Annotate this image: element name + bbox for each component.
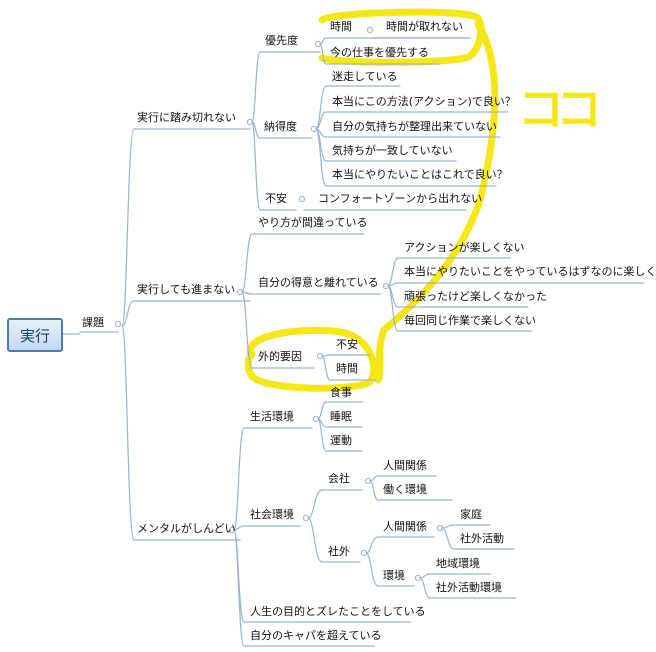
node-hontou-houhou[interactable]: 本当にこの方法(アクション)で良い？: [332, 95, 516, 108]
highlight-loop-bottom: [244, 326, 378, 392]
connector-branch: [441, 527, 455, 550]
connector-branch: [241, 233, 253, 293]
connector-branch: [369, 475, 379, 482]
connector-branch: [319, 37, 327, 45]
node-nattokudo[interactable]: 納得度: [264, 120, 297, 133]
connector-branch: [241, 291, 253, 295]
connector-branch: [315, 128, 327, 187]
connector-branch: [387, 257, 399, 287]
connector-branch: [121, 128, 135, 327]
connector-branch: [233, 525, 245, 531]
node-kadai[interactable]: 課題: [82, 316, 104, 329]
node-chiiki-kankyou[interactable]: 地域環境: [436, 557, 480, 570]
node-katei[interactable]: 家庭: [460, 508, 482, 521]
connector-branch: [419, 577, 431, 599]
node-fuan1[interactable]: 不安: [265, 192, 287, 205]
connector-branch: [365, 536, 379, 554]
connector-branch: [365, 552, 379, 587]
node-tokui-hanare[interactable]: 自分の得意と離れている: [258, 276, 379, 289]
node-kimochi-seiri[interactable]: 自分の気持ちが整理出来ていない: [332, 120, 497, 133]
node-jikan-torenai[interactable]: 時間が取れない: [386, 20, 463, 33]
node-shakai-kankyou[interactable]: 社会環境: [250, 508, 294, 521]
node-kimochi-icchi[interactable]: 気持ちが一致していない: [332, 144, 453, 157]
root-node[interactable]: 実行: [7, 318, 63, 352]
connector-branch: [387, 285, 399, 332]
connector-branch: [441, 524, 455, 529]
node-maikai-onaji[interactable]: 毎回同じ作業で楽しくない: [404, 314, 536, 327]
node-suimin[interactable]: 睡眠: [330, 410, 352, 423]
node-kankyou[interactable]: 環境: [383, 569, 405, 582]
node-gaiteki-youin[interactable]: 外的要因: [258, 350, 302, 363]
node-jikan2[interactable]: 時間: [336, 362, 358, 375]
node-hataraku-kankyou[interactable]: 働く環境: [383, 483, 427, 496]
highlight-connector-end: [374, 326, 388, 384]
node-meisou[interactable]: 迷走している: [332, 70, 398, 83]
node-shagai[interactable]: 社外: [328, 545, 350, 558]
node-jikko-fumikirenai[interactable]: 実行に踏み切れない: [137, 111, 236, 124]
node-hontou-tanoshikunai[interactable]: 本当にやりたいことをやっているはずなのに楽しくない: [404, 265, 656, 278]
connector-branch: [121, 300, 135, 327]
node-undou[interactable]: 運動: [330, 434, 352, 447]
root-label: 実行: [19, 326, 50, 345]
node-fuan2[interactable]: 不安: [336, 338, 358, 351]
node-kaisha[interactable]: 会社: [328, 472, 350, 485]
connector-branch: [121, 325, 135, 541]
connector-branch: [321, 355, 331, 381]
node-shokuji[interactable]: 食事: [330, 386, 352, 399]
connector-branch: [241, 291, 253, 369]
node-seikatsu-kankyou[interactable]: 生活環境: [250, 410, 294, 423]
node-joint: [366, 26, 374, 34]
connector-branch: [319, 43, 327, 65]
node-joint: [114, 320, 122, 328]
node-shagai-katsudou[interactable]: 社外活動: [460, 532, 504, 545]
node-ningen-kankei2[interactable]: 人間関係: [383, 520, 427, 533]
node-ima-shigoto[interactable]: 今の仕事を優先する: [330, 46, 429, 59]
node-capacity[interactable]: 自分のキャパを超えている: [250, 629, 382, 642]
node-ningen-kankei1[interactable]: 人間関係: [383, 459, 427, 472]
connector-branch: [307, 489, 323, 519]
connector-branch: [315, 111, 327, 130]
node-action-tanoshikunai[interactable]: アクションが楽しくない: [404, 241, 525, 254]
node-jikan[interactable]: 時間: [330, 20, 352, 33]
connector-branch: [419, 573, 431, 579]
connector-branch: [317, 418, 327, 452]
highlight-connector: [380, 20, 499, 334]
connector-branch: [369, 480, 379, 501]
node-mental[interactable]: メンタルがしんどい: [137, 522, 236, 535]
node-jinsei-mokuteki[interactable]: 人生の目的とズレたことをしている: [250, 605, 426, 618]
connector-branch: [317, 401, 327, 420]
node-yarikata[interactable]: やり方が間違っている: [258, 216, 368, 229]
node-yusendo[interactable]: 優先度: [265, 34, 298, 47]
node-ganbatta[interactable]: 頑張ったけど楽しくなかった: [404, 290, 547, 303]
connector-branch: [307, 517, 323, 563]
connector-branch: [233, 529, 245, 647]
node-joint: [298, 195, 306, 203]
connector-branch: [315, 85, 327, 130]
node-hontou-yaritai[interactable]: 本当にやりたいことはこれで良い？: [332, 168, 508, 181]
connector-branch: [251, 51, 261, 123]
highlight-loop-top: [318, 8, 485, 66]
node-comfort-zone[interactable]: コンフォートゾーンから出れない: [318, 192, 483, 205]
connector-branch: [321, 354, 331, 357]
highlight-annotation: ココ: [518, 82, 602, 136]
connector-branch: [251, 121, 261, 211]
node-jikko-susumanai[interactable]: 実行しても進まない: [137, 283, 236, 296]
connector-branch: [233, 427, 245, 531]
node-shagai-katsudou-kankyou[interactable]: 社外活動環境: [436, 581, 502, 594]
